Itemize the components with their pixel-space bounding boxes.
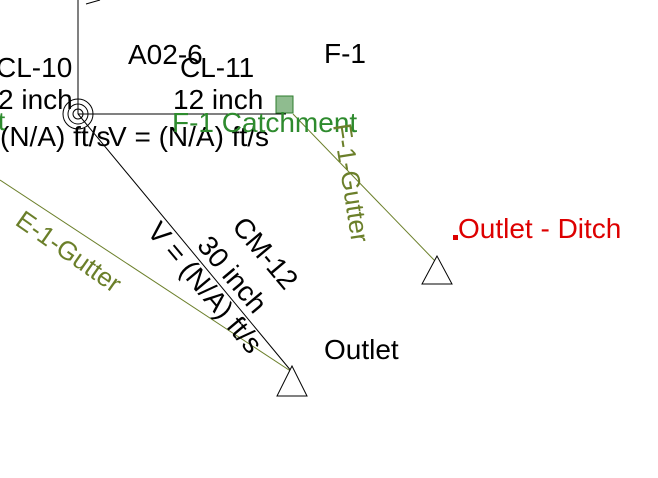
e1-gutter-label: E-1-Gutter: [11, 204, 128, 298]
f1-catchment-label[interactable]: F-1 Catchment: [172, 107, 357, 138]
junction-node-outer[interactable]: [62, 98, 94, 130]
outlet-ditch-marker[interactable]: [453, 235, 458, 240]
outlet-triangle[interactable]: [276, 364, 308, 397]
cl10-size-label: 2 inch: [0, 84, 73, 115]
cl10-velocity-label: (N/A) ft/s: [0, 121, 110, 152]
catchment-square[interactable]: [275, 95, 294, 114]
cl11-velocity-label: V = (N/A) ft/s: [108, 121, 269, 152]
outlet-ditch-label: Outlet - Ditch: [458, 213, 621, 244]
outlet-ditch-triangle[interactable]: [421, 254, 453, 285]
f1-gutter-line: [292, 113, 437, 263]
cl11-name-label: CL-11: [180, 52, 254, 83]
top-pipe-arrow: [85, 0, 101, 5]
pipe-cm12-line: [77, 113, 293, 373]
f1-gutter-label: F-1-Gutter: [327, 121, 375, 244]
outlet-label: Outlet: [324, 334, 399, 365]
a02-name-label: A02-6: [128, 39, 203, 70]
f1-name-label: F-1: [324, 38, 366, 69]
junction-node-middle: [67, 103, 89, 125]
junction-node-inner: [72, 108, 84, 120]
left-fragment-label: t: [0, 106, 6, 136]
e1-gutter-line: [0, 179, 293, 373]
cl10-name-label: CL-10: [0, 52, 72, 83]
cl11-size-label: 12 inch: [173, 84, 263, 115]
